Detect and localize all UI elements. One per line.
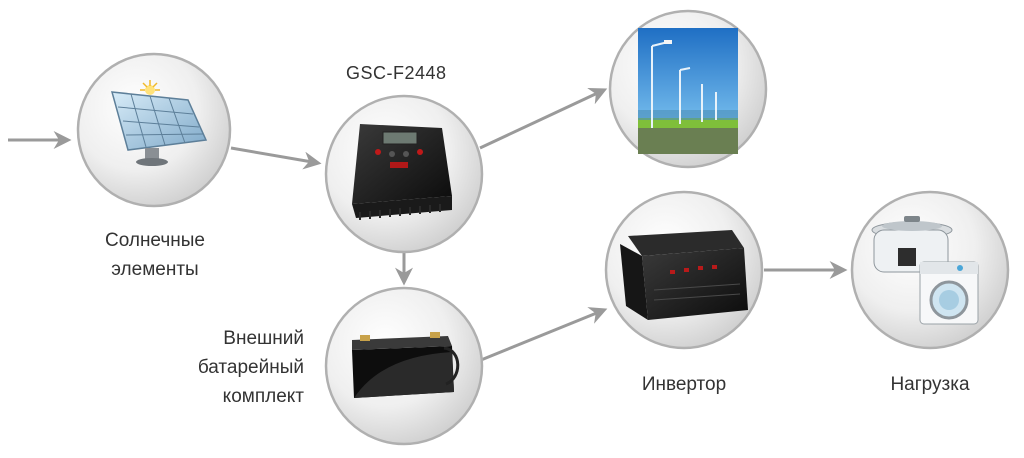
battery-label-line3: комплект — [222, 386, 304, 407]
appliances-icon — [871, 216, 979, 325]
solar-label-line2: элементы — [111, 259, 199, 280]
street-light-photo — [638, 28, 738, 154]
streetlight-node — [608, 9, 768, 169]
battery-node — [324, 286, 484, 446]
charge-controller-icon — [352, 124, 452, 220]
connector-arrows — [8, 87, 848, 362]
controller-to-light-arrow — [479, 87, 608, 150]
inverter-label: Инвертор — [641, 374, 727, 395]
solar-node — [76, 52, 232, 208]
battery-to-inverter-arrow — [480, 307, 608, 362]
solar-panel-icon — [110, 80, 208, 166]
battery-label: Внешний батарейный комплект — [186, 324, 304, 411]
battery-icon — [352, 332, 460, 398]
battery-label-line1: Внешний — [223, 328, 304, 349]
solar-to-controller-arrow — [230, 146, 322, 170]
load-node — [850, 190, 1010, 350]
controller-node — [324, 94, 484, 254]
load-label: Нагрузка — [890, 374, 970, 395]
solar-label: Солнечные элементы — [96, 226, 214, 284]
battery-label-line2: батарейный — [197, 357, 304, 378]
solar-label-line1: Солнечные — [104, 230, 205, 251]
inverter-node — [604, 190, 764, 350]
inverter-icon — [620, 230, 748, 320]
diagram-title: GSC-F2448 — [346, 63, 447, 83]
